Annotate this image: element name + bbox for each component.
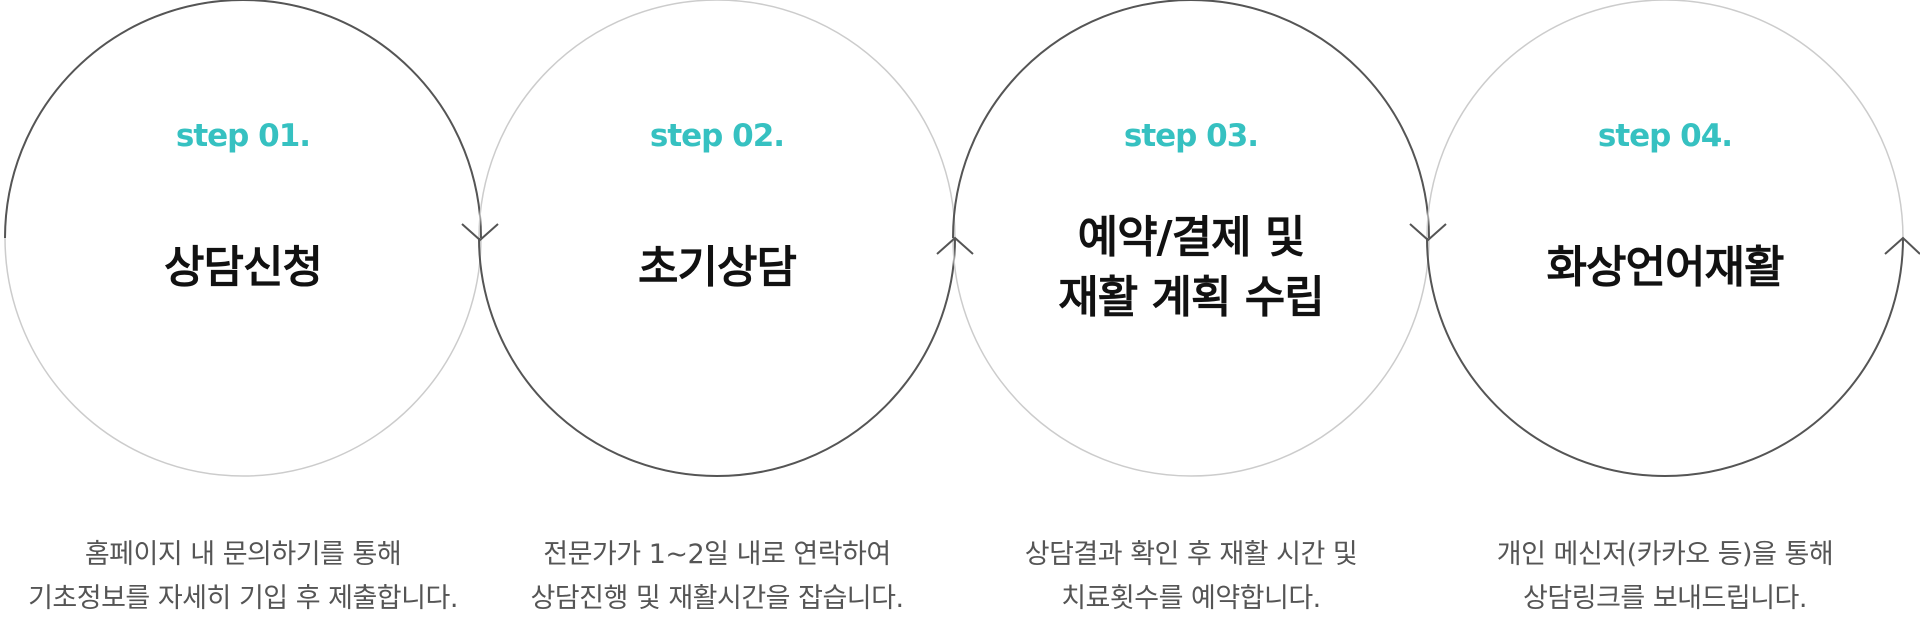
step-4-title: 화상언어재활 xyxy=(1546,242,1785,293)
chevron-down-icon xyxy=(1409,223,1447,242)
step-4-desc-line-2: 상담링크를 보내드립니다. xyxy=(1523,583,1807,614)
step-2-label: step 02. xyxy=(649,118,785,154)
step-2-desc-line-1: 전문가가 1~2일 내로 연락하여 xyxy=(543,539,891,570)
step-1-description: 홈페이지 내 문의하기를 통해 기초정보를 자세히 기입 후 제출합니다. xyxy=(3,533,483,621)
step-3-description: 상담결과 확인 후 재활 시간 및 치료횟수를 예약합니다. xyxy=(951,533,1431,621)
step-2-description: 전문가가 1~2일 내로 연락하여 상담진행 및 재활시간을 잡습니다. xyxy=(477,533,957,621)
chevron-up-icon xyxy=(1884,236,1920,255)
step-2-title: 초기상담 xyxy=(638,242,797,293)
step-1-title: 상담신청 xyxy=(164,242,323,293)
step-4-description: 개인 메신저(카카오 등)을 통해 상담링크를 보내드립니다. xyxy=(1425,533,1905,621)
step-2-desc-line-2: 상담진행 및 재활시간을 잡습니다. xyxy=(530,583,904,614)
step-3-desc-line-1: 상담결과 확인 후 재활 시간 및 xyxy=(1024,539,1358,570)
step-4-desc-line-1: 개인 메신저(카카오 등)을 통해 xyxy=(1496,539,1834,570)
step-3-desc-line-2: 치료횟수를 예약합니다. xyxy=(1061,583,1321,614)
step-1-desc-line-2: 기초정보를 자세히 기입 후 제출합니다. xyxy=(28,583,458,614)
chevron-up-icon xyxy=(936,236,974,255)
step-3-title: 예약/결제 및 재활 계획 수립 xyxy=(1058,212,1325,323)
step-4-label: step 04. xyxy=(1597,118,1733,154)
step-1-label: step 01. xyxy=(175,118,311,154)
step-1-desc-line-1: 홈페이지 내 문의하기를 통해 xyxy=(84,539,402,570)
chevron-down-icon xyxy=(461,223,499,242)
step-3-label: step 03. xyxy=(1123,118,1259,154)
